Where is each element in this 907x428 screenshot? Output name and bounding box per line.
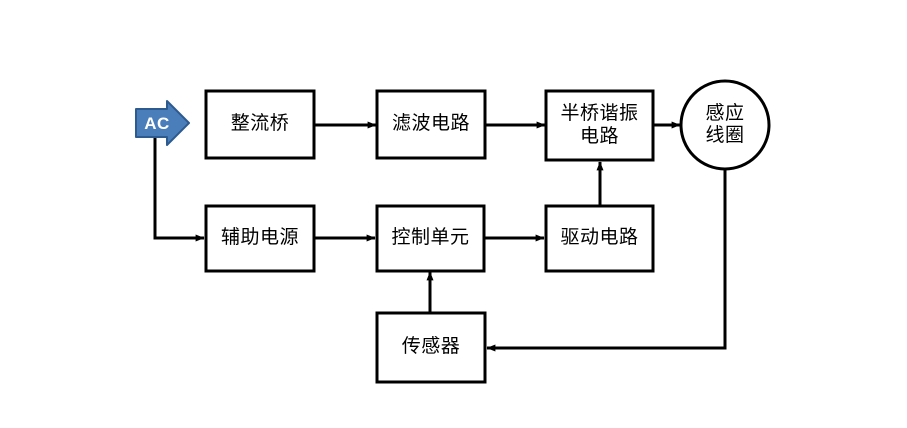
node-drive-circuit[interactable] [544, 204, 655, 273]
connector-ac-to-aux-power [153, 138, 205, 242]
ac-source-arrow [135, 100, 190, 146]
ac-arrow-shape [135, 100, 190, 146]
node-half-bridge[interactable] [544, 89, 655, 162]
node-aux-power[interactable] [204, 204, 316, 273]
node-control-unit[interactable] [375, 204, 486, 273]
node-sensor[interactable] [375, 311, 487, 384]
connector-coil-to-sensor [486, 169, 727, 352]
node-coil[interactable] [679, 79, 771, 171]
ac-source-label: AC [144, 114, 170, 133]
node-rectifier[interactable] [204, 89, 316, 160]
node-filter[interactable] [375, 89, 487, 160]
